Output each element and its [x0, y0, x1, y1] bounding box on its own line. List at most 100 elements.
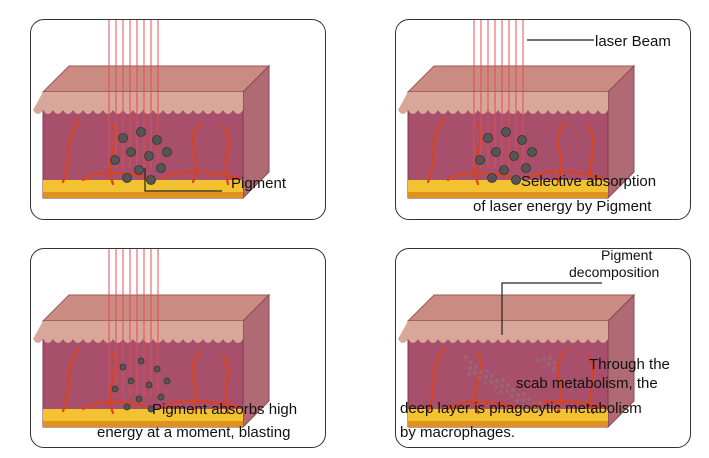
pigment-particle-9 — [156, 163, 166, 173]
label-phagocytic: deep layer is phagocytic metabolism — [400, 400, 642, 417]
pigment-fragment-1 — [464, 355, 468, 359]
label-decomposition: decomposition — [569, 264, 660, 280]
pigment-particle-6 — [162, 147, 172, 157]
pigment-particle-2 — [137, 357, 145, 365]
pigment-particle-7 — [111, 385, 119, 393]
label-pigment-4: Pigment — [601, 247, 653, 263]
pigment-fragment-40 — [467, 372, 471, 376]
pigment-particle-1 — [118, 133, 128, 143]
fat-base — [408, 421, 608, 427]
epidermis-layer — [398, 321, 608, 343]
fat-base — [43, 421, 243, 427]
blood-vessel-6 — [161, 399, 240, 409]
pigment-fragment-34 — [515, 399, 519, 403]
pigment-particle-3 — [152, 135, 162, 145]
pigment-fragment-31 — [494, 385, 498, 389]
pigment-particle-10 — [123, 403, 131, 411]
pigment-fragment-7 — [506, 383, 510, 387]
pigment-fragment-25 — [542, 357, 546, 361]
pigment-fragment-12 — [511, 388, 515, 392]
blood-vessel-3 — [556, 349, 568, 413]
pigment-particle-8 — [135, 395, 143, 403]
skin-top-surface — [41, 294, 271, 322]
epidermis-layer — [33, 321, 243, 343]
pigment-particle-8 — [499, 165, 509, 175]
pigment-fragment-5 — [522, 392, 526, 396]
pigment-fragment-24 — [505, 389, 509, 393]
blood-vessel-4 — [586, 353, 595, 415]
fat-base — [408, 192, 608, 198]
pigment-fragment-29 — [510, 394, 514, 398]
pigment-particle-8 — [134, 165, 144, 175]
blood-vessel-2 — [474, 351, 482, 415]
epidermis-layer — [33, 92, 243, 114]
pigment-particle-5 — [144, 151, 154, 161]
blood-vessel-4 — [221, 124, 230, 186]
label-pigment: Pigment — [231, 175, 287, 192]
blood-vessel-1 — [426, 347, 446, 413]
pigment-fragment-21 — [484, 375, 488, 379]
label-laser-energy: of laser energy by Pigment — [473, 198, 652, 215]
pigment-particle-7 — [110, 155, 120, 165]
pigment-fragment-27 — [526, 403, 530, 407]
pigment-fragment-30 — [547, 362, 551, 366]
pigment-fragment-28 — [473, 371, 477, 375]
fat-base — [43, 192, 243, 198]
pigment-fragment-22 — [521, 398, 525, 402]
blood-vessel-4 — [586, 124, 595, 186]
pigment-particle-5 — [509, 151, 519, 161]
pigment-fragment-14 — [495, 379, 499, 383]
blood-vessel-2 — [109, 351, 117, 415]
blood-vessel-3 — [191, 349, 203, 413]
pigment-particle-9 — [157, 393, 165, 401]
pigment-fragment-4 — [485, 369, 489, 373]
pigment-particle-3 — [153, 365, 161, 373]
pigment-particle-9 — [521, 163, 531, 173]
pigment-particle-6 — [527, 147, 537, 157]
label-energy-blasting: energy at a moment, blasting — [97, 424, 291, 441]
blood-vessel-1 — [61, 118, 81, 184]
pigment-particle-6 — [163, 377, 171, 385]
pigment-fragment-2 — [501, 378, 505, 382]
blood-vessel-2 — [474, 122, 482, 186]
pigment-particle-3 — [517, 135, 527, 145]
pigment-particle-5 — [145, 381, 153, 389]
skin-illustration-3 — [33, 249, 271, 429]
pigment-fragment-32 — [531, 408, 535, 412]
label-macrophages: by macrophages. — [400, 424, 516, 441]
pigment-particle-11 — [511, 175, 521, 185]
panel-selective-absorption — [395, 19, 691, 220]
blood-vessel-1 — [61, 347, 81, 413]
blood-vessel-5 — [81, 400, 155, 411]
pigment-fragment-16 — [479, 370, 483, 374]
pigment-fragment-23 — [468, 366, 472, 370]
pigment-fragment-8 — [543, 406, 547, 410]
pigment-fragment-13 — [548, 356, 552, 360]
blood-vessel-3 — [556, 120, 568, 184]
label-laser-beam: laser Beam — [595, 33, 671, 50]
pigment-fragment-6 — [469, 360, 473, 364]
pigment-fragment-39 — [520, 404, 524, 408]
pigment-fragment-11 — [474, 365, 478, 369]
pigment-particle-11 — [146, 175, 156, 185]
pigment-particle-10 — [122, 173, 132, 183]
label-selective-absorption: Selective absorption — [521, 173, 657, 190]
pigment-fragment-36 — [499, 390, 503, 394]
pigment-particle-4 — [126, 147, 136, 157]
pigment-particle-7 — [475, 155, 485, 165]
label-through-the: Through the — [589, 356, 670, 373]
pigment-fragment-15 — [532, 402, 536, 406]
pigment-particle-11 — [147, 405, 155, 413]
skin-top-surface — [406, 294, 636, 322]
pigment-fragment-19 — [500, 384, 504, 388]
label-scab-metabolism: scab metabolism, the — [516, 375, 658, 392]
blood-vessel-5 — [446, 400, 520, 411]
pigment-particle-4 — [491, 147, 501, 157]
pigment-fragment-20 — [537, 407, 541, 411]
epidermis-layer — [398, 92, 608, 114]
pigment-particle-4 — [127, 377, 135, 385]
skin-illustration-2 — [398, 20, 636, 200]
pigment-fragment-3 — [538, 401, 542, 405]
label-pigment-absorbs: Pigment absorbs high — [152, 401, 298, 418]
blood-vessel-4 — [221, 353, 230, 415]
